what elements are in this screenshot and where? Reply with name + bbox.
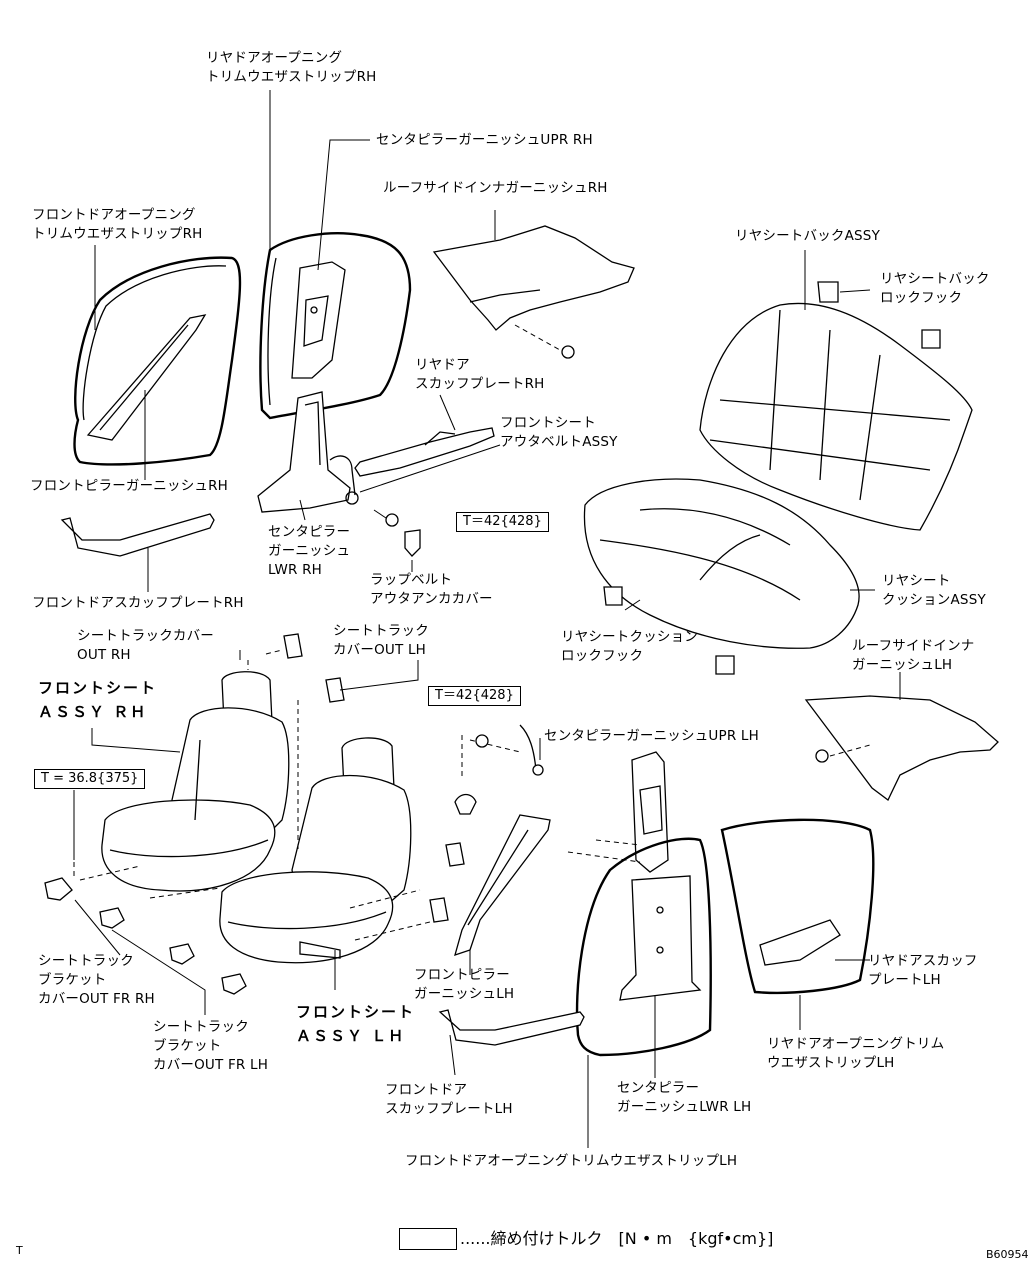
label-roof-side-garnish-lh: ルーフサイドインナ ガーニッシュLH: [852, 638, 975, 673]
label-rear-door-weatherstrip-rh: リヤドアオープニング トリムウエザストリップRH: [206, 50, 377, 85]
label-front-door-weatherstrip-lh: フロントドアオープニングトリムウエザストリップLH: [405, 1153, 738, 1169]
front-door-weatherstrip-rh: [73, 256, 242, 466]
label-front-pillar-garnish-lh: フロントピラー ガーニッシュLH: [414, 967, 515, 1002]
lap-belt-cover: [373, 509, 421, 557]
front-pillar-garnish-lh: [454, 814, 551, 957]
lh-bolt-dashes: [454, 734, 641, 863]
label-cushion-lock-hook: リヤシートクッション ロックフック: [561, 629, 698, 664]
label-roof-side-garnish-rh: ルーフサイドインナガーニッシュRH: [383, 180, 608, 196]
label-rear-door-scuff-rh: リヤドア スカッフプレートRH: [415, 357, 545, 392]
rear-door-weatherstrip-rh: [259, 232, 412, 420]
label-bracket-fr-rh: シートトラック ブラケット カバーOUT FR RH: [38, 953, 155, 1007]
label-front-pillar-garnish-rh: フロントピラーガーニッシュRH: [30, 478, 229, 494]
center-pillar-lwr-rh: [257, 391, 351, 513]
front-seat-lh: [219, 737, 412, 964]
label-bracket-fr-lh: シートトラック ブラケット カバーOUT FR LH: [153, 1019, 269, 1073]
label-rear-seat-back: リヤシートバックASSY: [735, 228, 881, 244]
label-track-cover-out-rh: シートトラックカバー OUT RH: [77, 628, 214, 663]
label-center-pillar-lwr-rh: センタピラー ガーニッシュ LWR RH: [268, 524, 351, 578]
rear-door-scuff-rh: [354, 427, 495, 477]
front-pillar-garnish-rh: [86, 314, 207, 441]
label-front-door-weatherstrip-rh: フロントドアオープニング トリムウエザストリップRH: [32, 207, 203, 242]
legend-swatch: [399, 1228, 457, 1250]
center-pillar-upr-lh: [519, 724, 669, 873]
seat-bolt-dashes: [73, 649, 431, 941]
rear-door-weatherstrip-lh: [720, 818, 875, 995]
rear-back-lock-hooks: [817, 281, 941, 349]
center-pillar-upr-rh: [291, 261, 346, 379]
front-outer-belt-rh: [329, 455, 359, 505]
label-center-pillar-lwr-lh: センタピラー ガーニッシュLWR LH: [617, 1080, 752, 1115]
rear-seat-back: [699, 302, 973, 531]
center-pillar-lwr-lh: [619, 875, 702, 1001]
front-door-scuff-lh: [438, 1009, 585, 1046]
label-front-door-scuff-lh: フロントドア スカッフプレートLH: [385, 1082, 513, 1117]
torque-box-3: T = 36.8{375}: [34, 769, 146, 789]
label-front-seat-lh: フロントシート ＡＳＳＹ ＬＨ: [296, 1003, 416, 1045]
figure-code: B60954: [986, 1248, 1029, 1261]
label-rear-cushion: リヤシート クッションASSY: [882, 573, 986, 608]
label-rear-door-weatherstrip-lh: リヤドアオープニングトリム ウエザストリップLH: [767, 1036, 945, 1071]
torque-box-2: T＝42{428}: [428, 686, 521, 706]
legend-text: ......締め付けトルク [N • m {kgf•cm}]: [460, 1229, 774, 1248]
label-center-pillar-upr-rh: センタピラーガーニッシュUPR RH: [376, 132, 593, 148]
label-front-outer-belt: フロントシート アウタベルトASSY: [500, 415, 618, 450]
roof-side-garnish-lh: [804, 695, 999, 801]
front-door-weatherstrip-lh: [575, 837, 712, 1057]
label-center-pillar-upr-lh: センタピラーガーニッシュUPR LH: [544, 728, 759, 744]
front-seat-rh: [101, 671, 290, 892]
label-lap-belt-cover: ラップベルト アウタアンカカバー: [370, 572, 493, 607]
cushion-lock-hooks: [603, 586, 735, 675]
label-front-seat-rh: フロントシート ＡＳＳＹ ＲＨ: [38, 679, 158, 721]
label-rear-door-scuff-lh: リヤドアスカッフ プレートLH: [868, 953, 978, 988]
rear-door-scuff-lh: [759, 919, 841, 966]
track-covers-brackets: [44, 633, 465, 995]
rear-seat-cushion: [583, 478, 860, 649]
label-track-cover-out-lh: シートトラック カバーOUT LH: [333, 623, 429, 658]
leader-lines: [73, 90, 901, 1148]
label-rear-back-lock-hook: リヤシートバック ロックフック: [880, 271, 990, 306]
torque-box-1: T＝42{428}: [456, 512, 549, 532]
label-front-door-scuff-rh: フロントドアスカッフプレートRH: [32, 595, 244, 611]
front-door-scuff-rh: [60, 513, 215, 557]
corner-mark: T: [16, 1244, 23, 1257]
roof-side-garnish-rh: [432, 225, 635, 359]
